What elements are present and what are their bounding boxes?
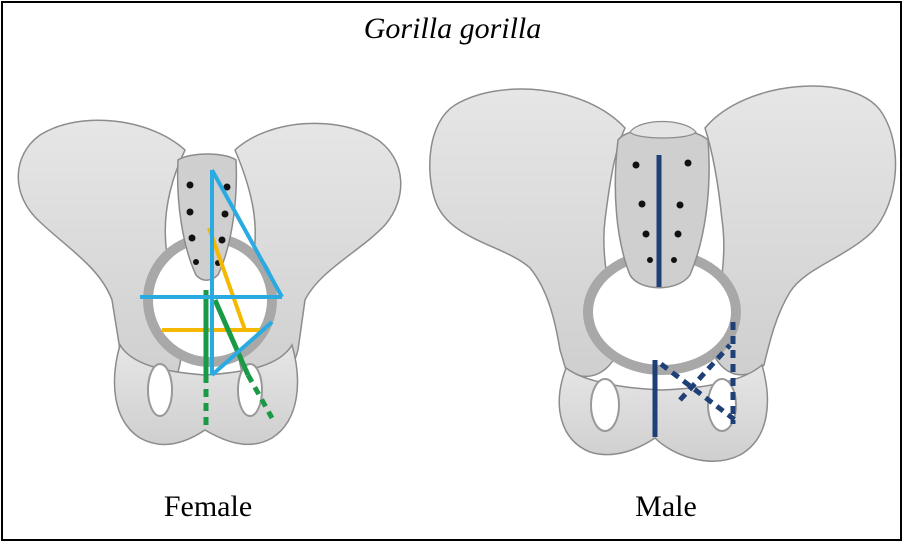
female-pelvis bbox=[18, 120, 401, 444]
male-sacrum bbox=[615, 128, 709, 288]
female-left-obturator bbox=[148, 364, 172, 416]
male-pelvis bbox=[430, 86, 896, 461]
male-sacral-promontory bbox=[630, 122, 696, 139]
male-label: Male bbox=[566, 490, 766, 524]
female-label: Female bbox=[108, 490, 308, 524]
male-left-obturator bbox=[591, 379, 619, 431]
